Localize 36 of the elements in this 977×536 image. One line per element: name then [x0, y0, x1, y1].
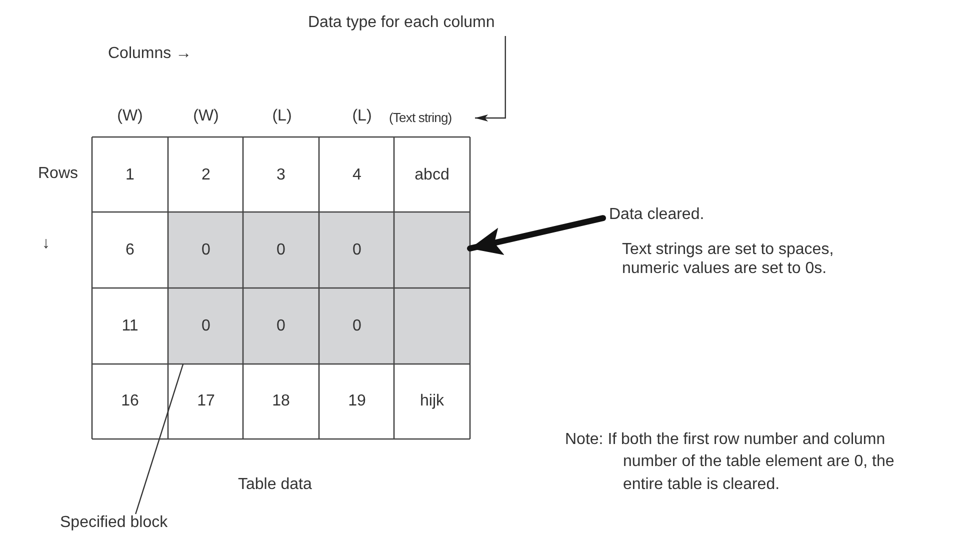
cell-value: 0	[202, 316, 210, 336]
column-type-label: (Text string)	[389, 110, 452, 125]
cell-value: 0	[202, 240, 210, 260]
leader-line	[135, 364, 184, 514]
cell-value: 11	[122, 316, 138, 336]
cell-value: 17	[197, 391, 215, 411]
cell-value: 19	[348, 391, 366, 411]
cell-value: 2	[202, 165, 210, 185]
cell-value: 16	[121, 391, 139, 411]
callout-text: Data type for each column	[308, 14, 495, 32]
column-type-label: (L)	[272, 106, 292, 126]
callout-text: Specified block	[60, 514, 168, 532]
arrow	[467, 215, 606, 255]
note-text: Text strings are set to spaces, numeric values are set to 0s.	[622, 240, 835, 278]
callout-text: Data cleared.	[609, 206, 704, 224]
cell-value: 0	[276, 316, 286, 336]
note-text: Note: If both the first row number and column number of the table element are 0, the entire table is cleared.	[565, 430, 896, 495]
cell-value: 6	[126, 240, 134, 260]
column-type-label: (W)	[193, 106, 219, 126]
column-type-label: (L)	[352, 106, 372, 126]
cell-value: 1	[126, 165, 134, 185]
axis-label: Rows	[38, 164, 78, 184]
cell-value: hijk	[420, 391, 444, 411]
direction-arrow: ↓	[42, 234, 50, 254]
arrow	[475, 36, 506, 122]
axis-label: Columns →	[108, 44, 192, 64]
cell-value: 0	[352, 316, 362, 336]
cell-value: 0	[352, 240, 362, 260]
column-type-label: (W)	[117, 106, 143, 126]
cleared-block	[168, 212, 470, 364]
cell-value: 3	[276, 165, 286, 185]
cell-value: abcd	[414, 165, 450, 185]
table-caption: Table data	[238, 475, 312, 494]
cell-value: 4	[352, 165, 362, 185]
cell-value: 18	[272, 391, 290, 411]
cell-value: 0	[276, 240, 286, 260]
